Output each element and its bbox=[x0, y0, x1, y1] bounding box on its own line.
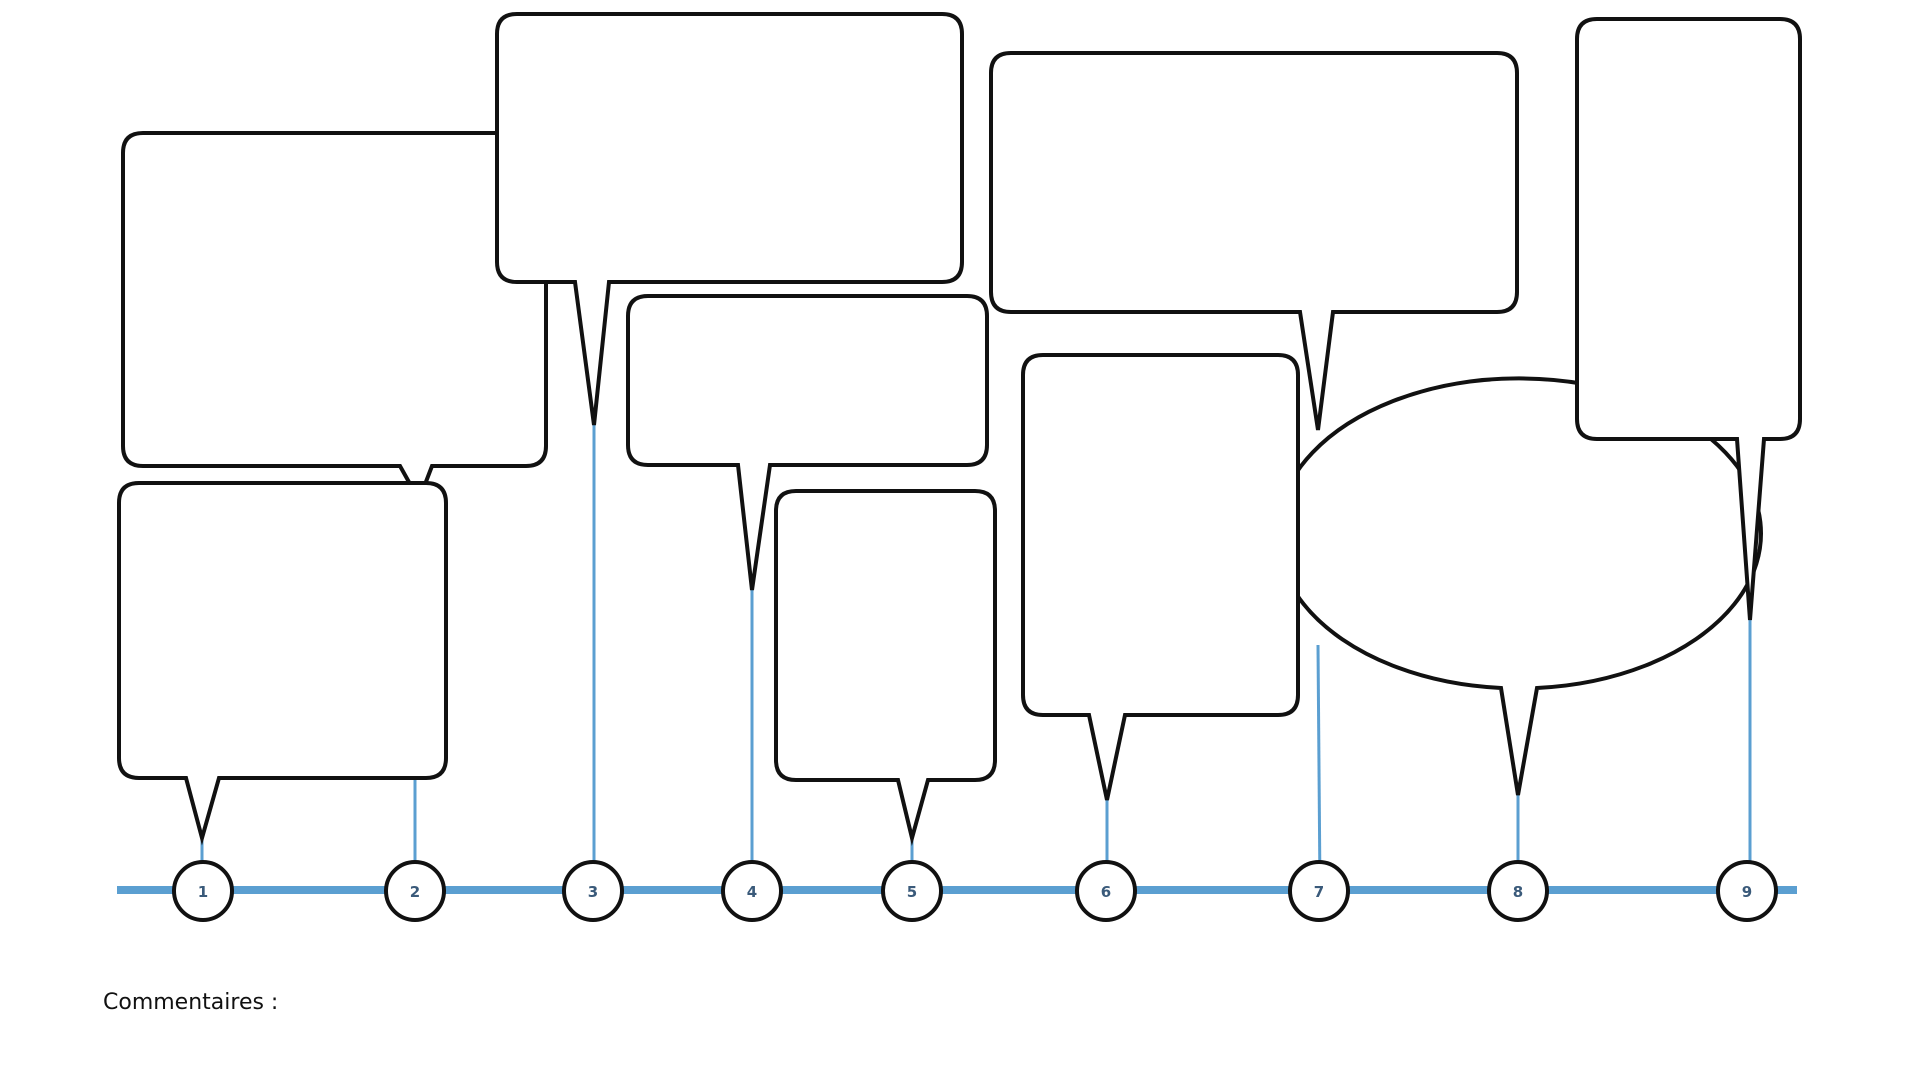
speech-bubble-7 bbox=[989, 51, 1519, 431]
marker-label: 4 bbox=[747, 883, 757, 901]
connector-7 bbox=[1316, 644, 1322, 891]
timeline-marker-2: 2 bbox=[384, 860, 446, 922]
marker-label: 5 bbox=[907, 883, 917, 901]
marker-circle bbox=[384, 860, 446, 922]
marker-label: 1 bbox=[198, 883, 208, 901]
marker-circle bbox=[562, 860, 624, 922]
speech-bubble-1 bbox=[117, 481, 448, 846]
comments-label: Commentaires : bbox=[103, 990, 279, 1015]
speech-bubble-4 bbox=[626, 294, 989, 591]
marker-label: 7 bbox=[1314, 883, 1324, 901]
marker-circle bbox=[1487, 860, 1549, 922]
speech-bubble-5 bbox=[774, 489, 997, 846]
timeline-marker-6: 6 bbox=[1075, 860, 1137, 922]
timeline-marker-9: 9 bbox=[1716, 860, 1778, 922]
speech-bubble-6 bbox=[1021, 353, 1300, 801]
marker-circle bbox=[1075, 860, 1137, 922]
speech-bubble-8 bbox=[1275, 376, 1763, 796]
speech-bubble-9 bbox=[1575, 17, 1802, 621]
timeline-marker-3: 3 bbox=[562, 860, 624, 922]
timeline-marker-5: 5 bbox=[881, 860, 943, 922]
marker-circle bbox=[1288, 860, 1350, 922]
timeline-marker-7: 7 bbox=[1288, 860, 1350, 922]
speech-bubble-3 bbox=[495, 12, 964, 426]
marker-label: 2 bbox=[410, 883, 420, 901]
timeline-marker-8: 8 bbox=[1487, 860, 1549, 922]
marker-circle bbox=[172, 860, 234, 922]
marker-label: 3 bbox=[588, 883, 598, 901]
marker-label: 9 bbox=[1742, 883, 1752, 901]
timeline-marker-4: 4 bbox=[721, 860, 783, 922]
marker-label: 8 bbox=[1513, 883, 1523, 901]
marker-label: 6 bbox=[1101, 883, 1111, 901]
speech-bubble-2 bbox=[121, 131, 548, 505]
marker-circle bbox=[721, 860, 783, 922]
timeline-marker-1: 1 bbox=[172, 860, 234, 922]
marker-circle bbox=[881, 860, 943, 922]
marker-circle bbox=[1716, 860, 1778, 922]
